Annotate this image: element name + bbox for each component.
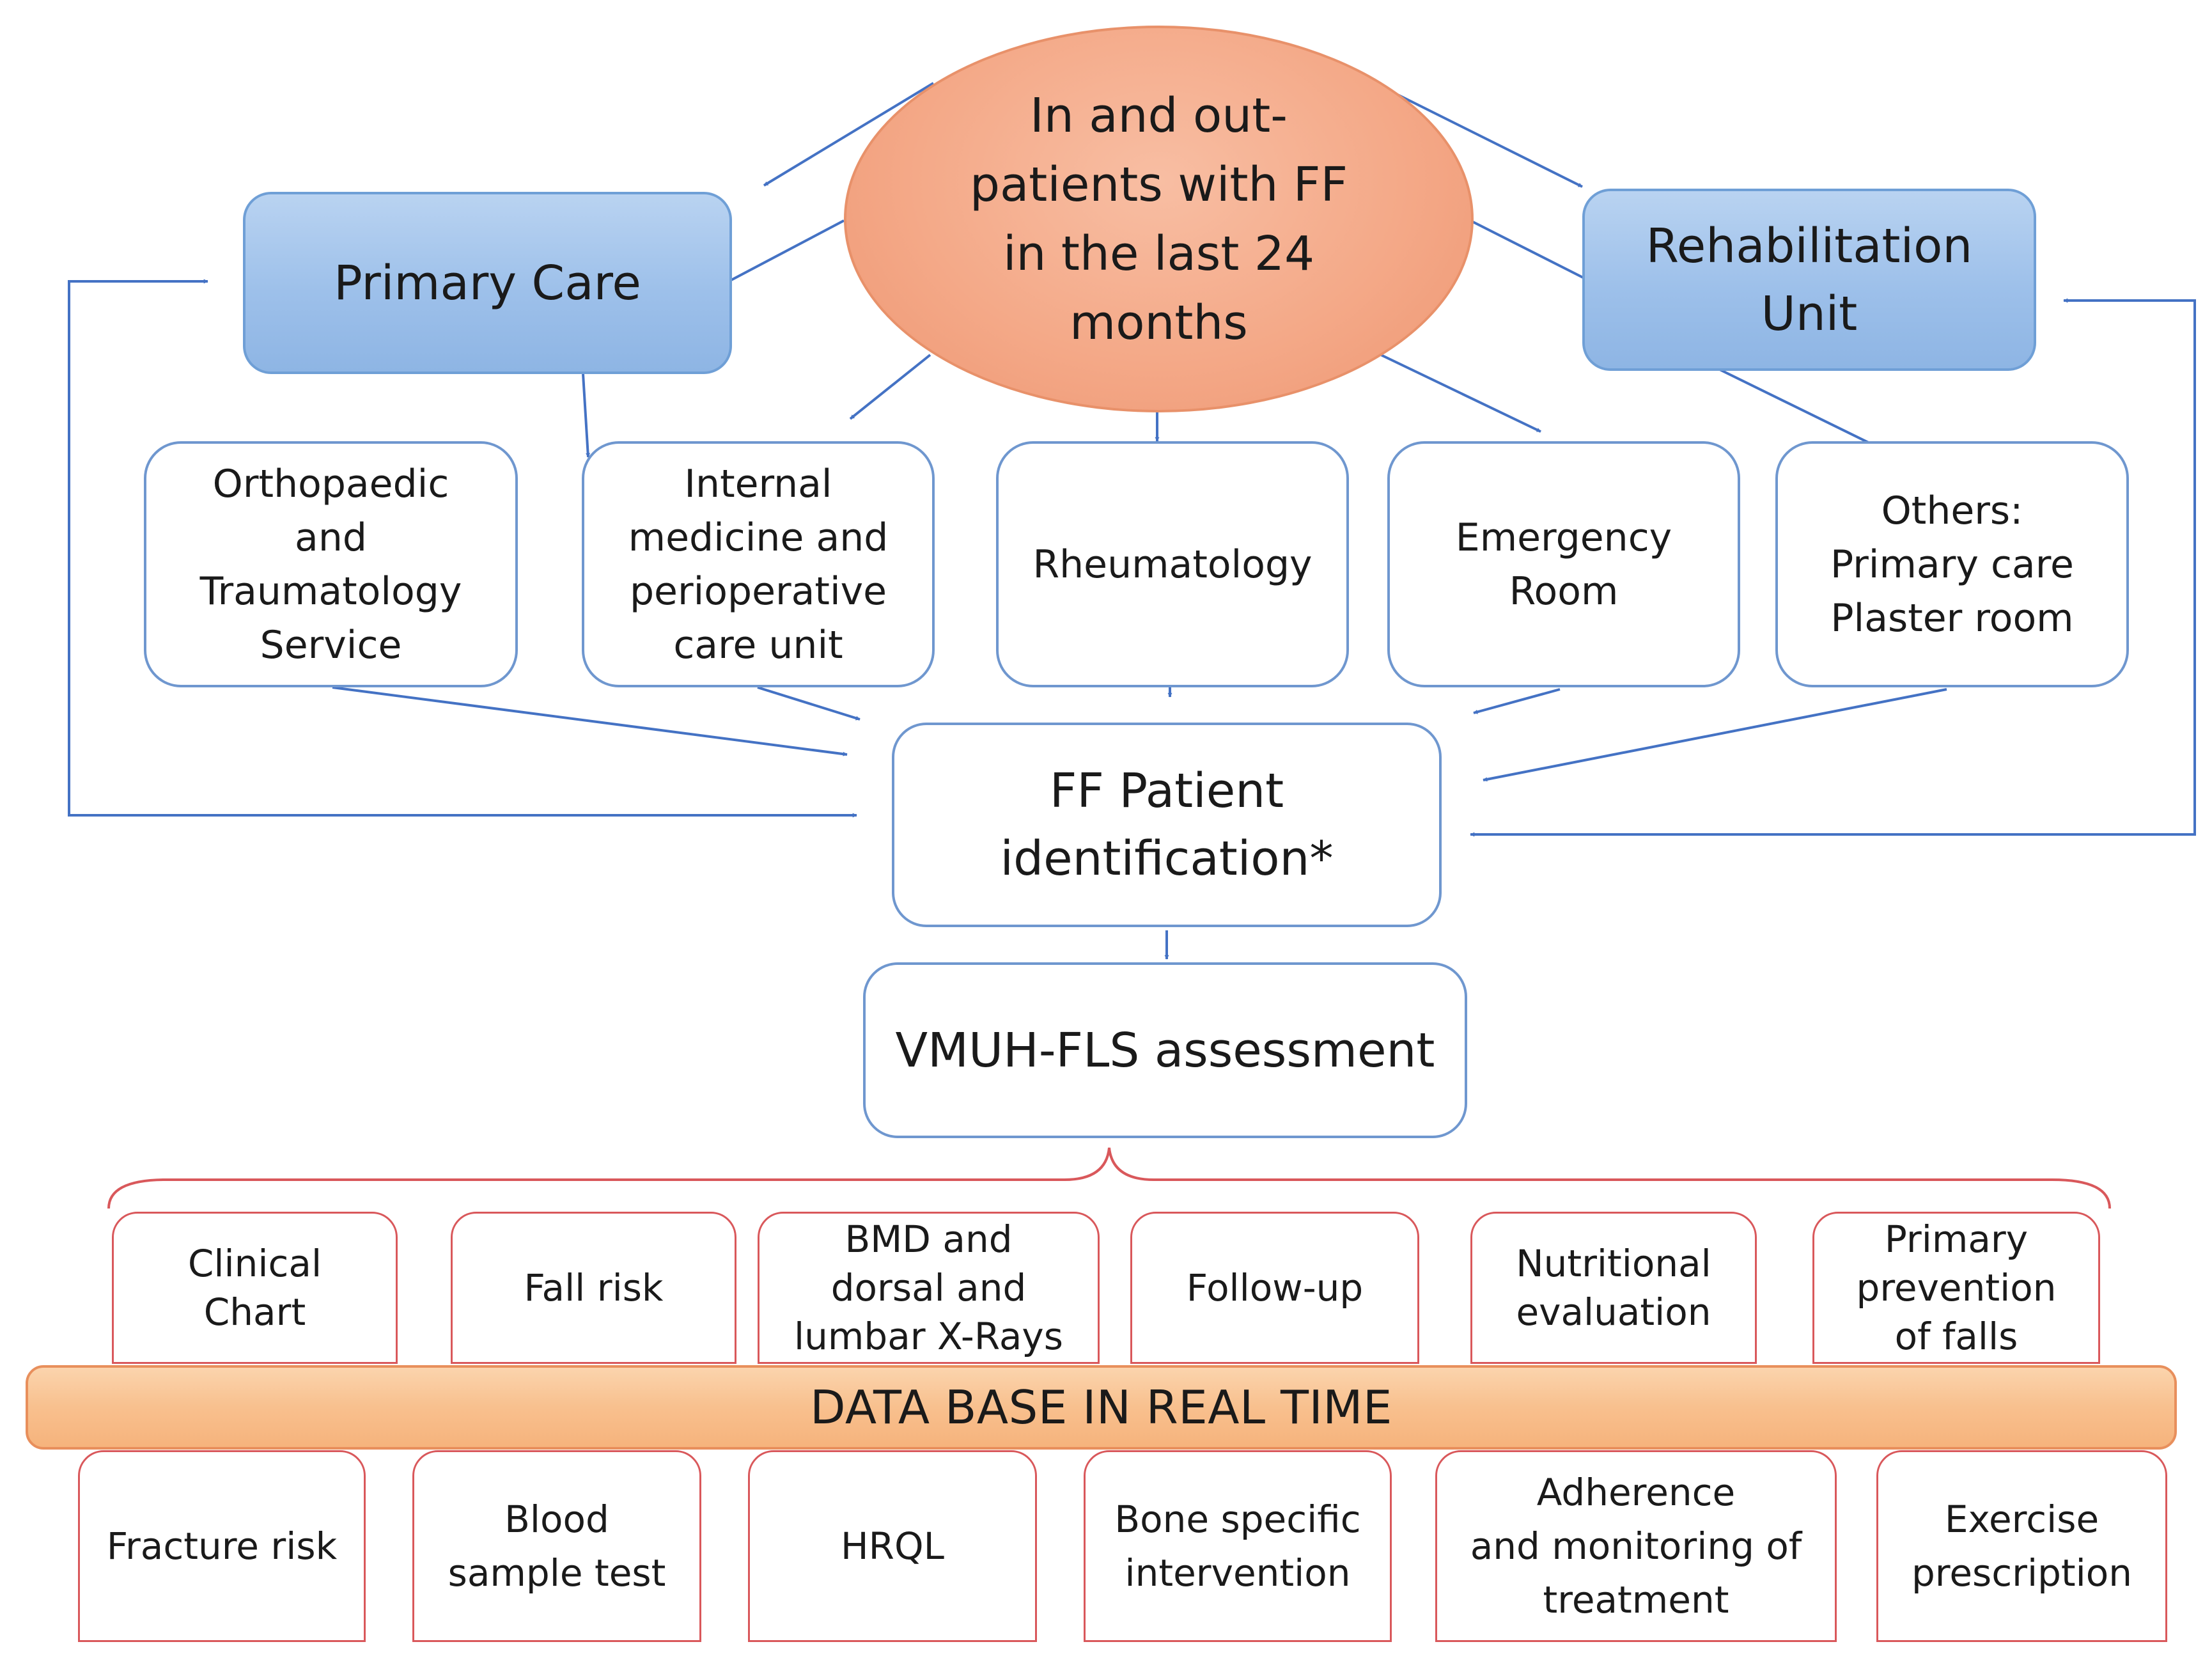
- item-nutritional-evaluation: Nutritional evaluation: [1470, 1212, 1757, 1364]
- item-exercise-prescription: Exercise prescription: [1876, 1450, 2167, 1642]
- service-rheumatology: Rheumatology: [996, 441, 1349, 687]
- assessment-box: VMUH-FLS assessment: [863, 962, 1467, 1138]
- primary-care-box: Primary Care: [243, 192, 732, 374]
- arrow-oval-to-emergency: [1380, 354, 1541, 433]
- arrow-internal-to-identification: [757, 686, 861, 721]
- service-others-label: Others: Primary care Plaster room: [1830, 488, 2074, 641]
- assessment-label: VMUH-FLS assessment: [895, 1022, 1435, 1078]
- line-oval-to-rehab: [1470, 219, 1585, 279]
- arrow-oval-to-primary-care: [763, 82, 935, 187]
- item-follow-up: Follow-up: [1130, 1212, 1419, 1364]
- database-band: DATA BASE IN REAL TIME: [26, 1365, 2177, 1450]
- item-adherence-monitoring: Adherence and monitoring of treatment: [1435, 1450, 1837, 1642]
- arrow-emergency-to-identification: [1473, 688, 1561, 714]
- item-bmd-xrays: BMD and dorsal and lumbar X-Rays: [758, 1212, 1100, 1364]
- item-bone-specific-intervention: Bone specific intervention: [1084, 1450, 1392, 1642]
- item-blood-sample: Blood sample test: [412, 1450, 701, 1642]
- item-fall-risk-label: Fall risk: [524, 1266, 664, 1310]
- item-hrql: HRQL: [748, 1450, 1037, 1642]
- patient-identification-box: FF Patient identification*: [892, 723, 1442, 927]
- item-fracture-risk: Fracture risk: [78, 1450, 366, 1642]
- item-follow-up-label: Follow-up: [1186, 1266, 1364, 1310]
- item-nutritional-evaluation-label: Nutritional evaluation: [1516, 1242, 1711, 1334]
- patients-oval-label: In and out- patients with FF in the last…: [969, 88, 1348, 350]
- item-hrql-label: HRQL: [841, 1524, 944, 1568]
- primary-care-label: Primary Care: [334, 255, 641, 311]
- arrow-others-to-identification: [1483, 688, 1947, 782]
- database-band-label: DATA BASE IN REAL TIME: [810, 1381, 1392, 1434]
- item-primary-prevention-label: Primary prevention of falls: [1856, 1217, 2057, 1358]
- arrow-oval-to-internal-medicine: [849, 354, 931, 420]
- service-others: Others: Primary care Plaster room: [1775, 441, 2129, 687]
- rehabilitation-unit-box: Rehabilitation Unit: [1582, 189, 2036, 371]
- loop-right-rehab: [1470, 298, 2196, 837]
- item-adherence-monitoring-label: Adherence and monitoring of treatment: [1470, 1471, 1802, 1622]
- patient-identification-label: FF Patient identification*: [1000, 763, 1334, 886]
- arrow-ortho-to-identification: [332, 686, 848, 756]
- rehabilitation-unit-label: Rehabilitation Unit: [1646, 218, 1973, 341]
- item-primary-prevention: Primary prevention of falls: [1812, 1212, 2100, 1364]
- service-internal-medicine: Internal medicine and perioperative care…: [582, 441, 935, 687]
- item-fracture-risk-label: Fracture risk: [106, 1524, 338, 1568]
- line-primary-care-to-oval: [728, 219, 845, 283]
- item-fall-risk: Fall risk: [451, 1212, 736, 1364]
- item-exercise-prescription-label: Exercise prescription: [1911, 1498, 2133, 1595]
- item-bone-specific-intervention-label: Bone specific intervention: [1114, 1498, 1361, 1595]
- arrow-rehab-to-others: [1719, 368, 1883, 451]
- item-bmd-xrays-label: BMD and dorsal and lumbar X-Rays: [794, 1217, 1063, 1358]
- item-clinical-chart-label: Clinical Chart: [187, 1242, 322, 1334]
- arrow-oval-to-rehab: [1380, 85, 1583, 188]
- service-rheumatology-label: Rheumatology: [1032, 542, 1312, 587]
- patients-oval: In and out- patients with FF in the last…: [844, 26, 1474, 412]
- item-clinical-chart: Clinical Chart: [112, 1212, 398, 1364]
- brace: [107, 1147, 2111, 1209]
- item-blood-sample-label: Blood sample test: [448, 1498, 666, 1595]
- service-internal-medicine-label: Internal medicine and perioperative care…: [628, 461, 889, 668]
- service-orthopaedic: Orthopaedic and Traumatology Service: [144, 441, 518, 687]
- service-emergency-room: Emergency Room: [1387, 441, 1740, 687]
- loop-left-primary-care: [68, 279, 857, 818]
- arrow-primary-care-to-internal-medicine: [582, 373, 591, 458]
- service-emergency-room-label: Emergency Room: [1455, 515, 1672, 614]
- service-orthopaedic-label: Orthopaedic and Traumatology Service: [199, 461, 462, 668]
